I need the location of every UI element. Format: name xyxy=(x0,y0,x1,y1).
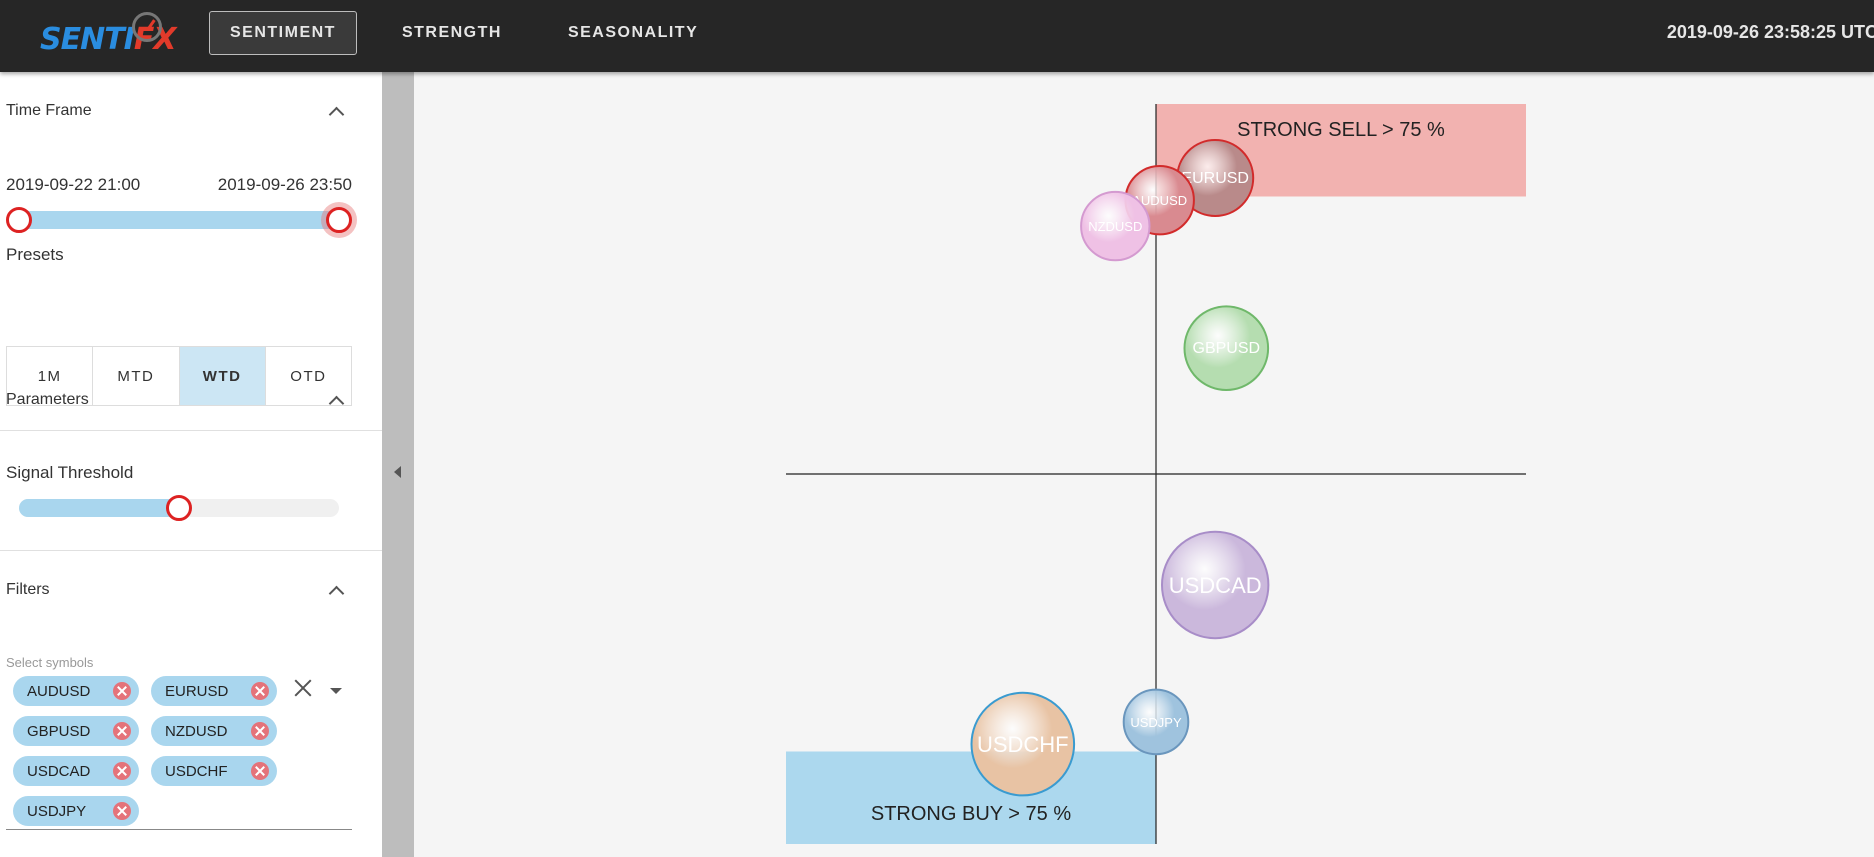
gauge-icon xyxy=(132,12,162,42)
zone-strong-buy xyxy=(786,751,1156,844)
preset-mtd[interactable]: MTD xyxy=(93,347,180,405)
tab-seasonality[interactable]: SEASONALITY xyxy=(567,24,699,41)
utc-clock: 2019-09-26 23:58:25 UTC xyxy=(1666,22,1874,42)
symbol-chip-usdcad: USDCAD xyxy=(13,756,139,786)
remove-chip-icon[interactable] xyxy=(113,682,131,700)
signal-threshold-handle[interactable] xyxy=(166,495,192,521)
symbol-chip-nzdusd: NZDUSD xyxy=(151,716,277,746)
sentiment-chart-area: STRONG SELL > 75 % STRONG BUY > 75 % EURUS… xyxy=(414,72,1874,857)
symbol-chip-gbpusd: GBPUSD xyxy=(13,716,139,746)
time-frame-start: 2019-09-22 21:00 xyxy=(6,175,141,194)
preset-wtd[interactable]: WTD xyxy=(179,347,266,405)
dropdown-caret-icon[interactable] xyxy=(330,688,342,694)
sidebar: Time Frame 2019-09-22 21:00 2019-09-26 2… xyxy=(0,72,382,857)
chip-label: AUDUSD xyxy=(27,682,91,700)
collapse-time-frame-chevron-up-icon[interactable] xyxy=(326,102,346,122)
bubble-label-eurusd: EURUSD xyxy=(1181,170,1249,187)
signal-threshold-fill xyxy=(19,499,179,517)
bubble-label-usdcad: USDCAD xyxy=(1169,573,1262,598)
zone-label-strong-sell: STRONG SELL > 75 % xyxy=(1237,119,1445,141)
collapse-parameters-chevron-up-icon[interactable] xyxy=(326,391,346,411)
zone-label-strong-buy: STRONG BUY > 75 % xyxy=(871,803,1071,825)
time-frame-start-handle[interactable] xyxy=(6,207,32,233)
chip-label: USDCAD xyxy=(27,762,91,780)
top-bar: SENTIFX SENTIMENT STRENGTH SEASONALITY 2… xyxy=(0,0,1874,72)
sentifx-logo[interactable]: SENTIFX xyxy=(40,12,176,58)
bubble-usdjpy[interactable] xyxy=(1122,688,1190,756)
remove-chip-icon[interactable] xyxy=(251,682,269,700)
bubble-label-usdjpy: USDJPY xyxy=(1130,715,1182,730)
signal-threshold-label: Signal Threshold xyxy=(6,463,134,482)
collapse-filters-chevron-up-icon[interactable] xyxy=(326,581,346,601)
remove-chip-icon[interactable] xyxy=(113,722,131,740)
bubble-usdchf[interactable] xyxy=(970,691,1076,797)
bubble-label-audusd: AUDUSD xyxy=(1132,193,1187,208)
symbol-chip-usdjpy: USDJPY xyxy=(13,796,139,826)
symbol-chip-audusd: AUDUSD xyxy=(13,676,139,706)
symbol-chip-eurusd: EURUSD xyxy=(151,676,277,706)
clear-all-close-icon[interactable] xyxy=(292,677,314,699)
bubble-usdcad[interactable] xyxy=(1161,530,1270,640)
time-frame-heading: Time Frame xyxy=(6,102,92,119)
presets-label: Presets xyxy=(6,245,64,264)
divider xyxy=(0,430,382,431)
time-frame-end-handle[interactable] xyxy=(326,207,352,233)
tab-strength[interactable]: STRENGTH xyxy=(401,24,502,41)
time-frame-slider-fill xyxy=(19,211,339,229)
main-nav: SENTIMENT STRENGTH SEASONALITY xyxy=(209,11,743,55)
collapse-left-arrow-icon[interactable] xyxy=(394,466,401,478)
sentiment-chart: STRONG SELL > 75 % STRONG BUY > 75 % EURUS… xyxy=(786,104,1526,844)
chip-label: GBPUSD xyxy=(27,722,91,740)
bubble-nzdusd[interactable] xyxy=(1080,190,1151,262)
filters-heading: Filters xyxy=(6,581,50,598)
preset-1m[interactable]: 1M xyxy=(7,347,94,405)
sidebar-collapse-strip[interactable] xyxy=(382,72,414,857)
remove-chip-icon[interactable] xyxy=(251,722,269,740)
remove-chip-icon[interactable] xyxy=(251,762,269,780)
chip-label: EURUSD xyxy=(165,682,229,700)
remove-chip-icon[interactable] xyxy=(113,762,131,780)
select-symbols-label: Select symbols xyxy=(6,655,94,670)
divider xyxy=(0,550,382,551)
select-underline xyxy=(6,829,352,830)
remove-chip-icon[interactable] xyxy=(113,802,131,820)
preset-otd[interactable]: OTD xyxy=(290,367,327,385)
symbol-chip-usdchf: USDCHF xyxy=(151,756,277,786)
bubble-gbpusd[interactable] xyxy=(1183,305,1270,392)
chip-label: NZDUSD xyxy=(165,722,228,740)
presets-group: 1M MTD WTD OTD xyxy=(6,346,352,406)
bubble-label-gbpusd: GBPUSD xyxy=(1193,340,1261,357)
tab-sentiment[interactable]: SENTIMENT xyxy=(209,11,357,55)
parameters-heading: Parameters xyxy=(6,391,89,408)
time-frame-end: 2019-09-26 23:50 xyxy=(217,175,352,194)
bubble-label-nzdusd: NZDUSD xyxy=(1088,219,1142,234)
chip-label: USDJPY xyxy=(27,802,87,820)
chip-label: USDCHF xyxy=(165,762,228,780)
bubble-label-usdchf: USDCHF xyxy=(977,732,1069,757)
